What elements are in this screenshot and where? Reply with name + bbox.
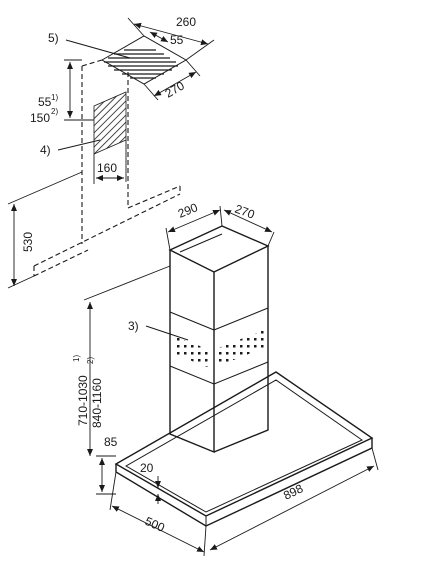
dim-160-label: 160 [97,161,117,175]
dim-55-side-label: 55 [38,95,52,109]
superscript-1b: 1) [72,355,81,362]
callout-3-label: 3) [128,319,139,333]
dim-530-label: 530 [21,232,35,252]
dimension-260: 260 [127,15,215,61]
dimension-55-top: 55 [149,31,184,47]
dimension-85: 85 [96,435,118,495]
dimension-270-chimney: 270 [223,202,275,247]
superscript-2b: 2) [86,357,95,364]
callout-5-label: 5) [48,31,59,45]
callout-5: 5) [48,31,131,59]
chimney [168,225,270,454]
dimension-530: 530 [7,171,83,289]
dim-85-label: 85 [104,435,118,449]
dim-290-label: 290 [176,200,200,221]
dim-898-label: 898 [281,481,305,503]
callout-4-label: 4) [40,143,51,157]
chimney-perforation [174,330,264,368]
dim-55-top-label: 55 [170,33,184,47]
superscript-2a: 2) [51,107,58,116]
canopy [114,371,374,527]
ceiling-outlet-grille [100,35,188,85]
dim-840-1160-label: 840-1160 [90,378,104,428]
dim-710-1030-label: 710-1030 [76,375,90,426]
dim-270-chimney-label: 270 [233,202,257,222]
callout-3: 3) [128,319,189,341]
callout-4: 4) [40,139,101,157]
dim-150-label: 150 [30,111,50,125]
dim-260-label: 260 [176,15,196,29]
dimension-20: 20 [140,461,161,504]
dimension-160: 160 [93,140,127,184]
wall-bracket-hatched [93,91,127,155]
dimension-290: 290 [165,200,223,251]
superscript-1a: 1) [51,93,58,102]
dim-270-top-label: 270 [163,78,188,100]
dimension-710-1030: 710-1030 1) 840-1160 2) [72,265,171,456]
dim-20-label: 20 [140,461,154,475]
upper-duct-outline [33,59,181,277]
dimension-55-150: 55 1) 150 2) [30,59,94,125]
